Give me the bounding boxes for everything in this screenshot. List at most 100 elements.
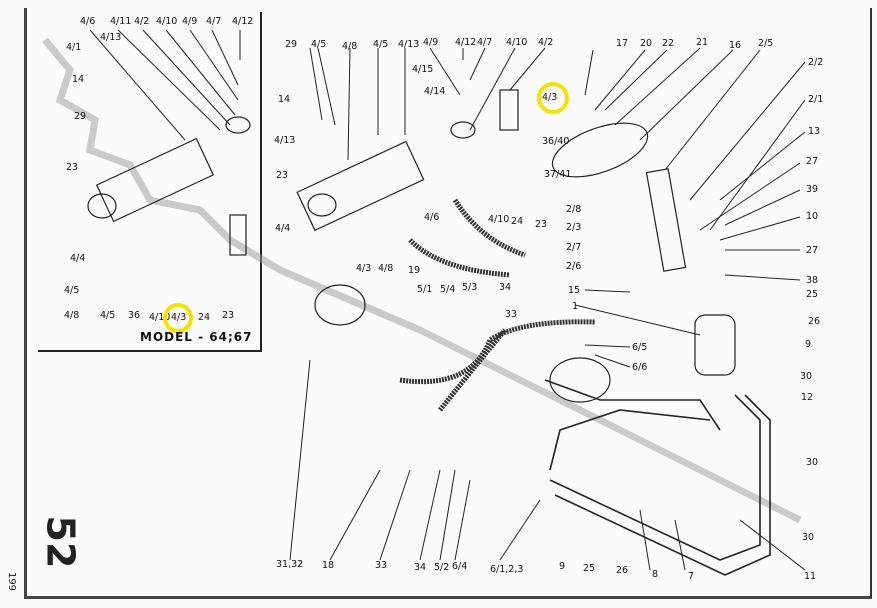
part-label: 4/5 bbox=[311, 39, 327, 50]
part-label: 8 bbox=[652, 569, 659, 580]
part-label: 5/4 bbox=[440, 284, 456, 295]
part-label: 24 bbox=[511, 216, 524, 227]
part-label: 34 bbox=[499, 282, 512, 293]
part-label: 27 bbox=[806, 245, 819, 256]
part-label: 4/10 bbox=[506, 37, 528, 48]
part-label: 20 bbox=[640, 38, 653, 49]
part-label: 4/8 bbox=[64, 310, 80, 321]
part-label: 7 bbox=[688, 571, 695, 582]
part-label: 4/9 bbox=[423, 37, 439, 48]
part-label: 9 bbox=[805, 339, 812, 350]
part-label: 16 bbox=[729, 40, 742, 51]
part-label: 2/5 bbox=[758, 38, 774, 49]
part-label: 21 bbox=[696, 37, 709, 48]
model-inset-frame bbox=[38, 12, 262, 352]
part-label: 36 bbox=[128, 310, 141, 321]
part-label: 29 bbox=[285, 39, 298, 50]
component-outlines bbox=[87, 89, 736, 403]
part-label: 17 bbox=[616, 38, 629, 49]
part-label: 4/12 bbox=[455, 37, 477, 48]
part-label: 37/41 bbox=[544, 169, 572, 180]
page-number: 52 bbox=[38, 515, 83, 569]
part-label: 9 bbox=[559, 561, 566, 572]
part-label: 5/1 bbox=[417, 284, 433, 295]
part-label: 4/11 bbox=[110, 16, 132, 27]
part-label: 6/4 bbox=[452, 561, 468, 572]
watermark-graphic bbox=[42, 37, 802, 524]
part-label: 4/10 bbox=[156, 16, 178, 27]
part-label: 4/10 bbox=[149, 312, 171, 323]
part-label: 26 bbox=[808, 316, 821, 327]
part-label: 31,32 bbox=[276, 559, 304, 570]
part-label: 14 bbox=[72, 74, 85, 85]
part-label: 2/3 bbox=[566, 222, 582, 233]
part-label: 4/2 bbox=[538, 37, 554, 48]
part-label: 4/8 bbox=[378, 263, 394, 274]
sheet-number: 199 bbox=[6, 571, 18, 592]
highlight-circle bbox=[537, 82, 569, 114]
part-label: 25 bbox=[806, 289, 819, 300]
part-label: 6/5 bbox=[632, 342, 648, 353]
part-label: 38 bbox=[806, 275, 819, 286]
part-label: 4/7 bbox=[206, 16, 222, 27]
part-label: 4/13 bbox=[274, 135, 296, 146]
part-label: 12 bbox=[801, 392, 814, 403]
part-label: 4/10 bbox=[488, 214, 510, 225]
part-label: 4/15 bbox=[412, 64, 434, 75]
part-label: 6/1,2,3 bbox=[490, 564, 524, 575]
hydraulic-pipes bbox=[544, 379, 771, 576]
part-label: 30 bbox=[802, 532, 815, 543]
page-frame bbox=[24, 8, 872, 599]
hoses bbox=[399, 198, 596, 412]
part-label: 4/8 bbox=[342, 41, 358, 52]
part-label: 4/9 bbox=[182, 16, 198, 27]
part-label: 4/13 bbox=[100, 32, 122, 43]
part-label: 2/7 bbox=[566, 242, 582, 253]
part-label: 6/6 bbox=[632, 362, 648, 373]
part-label: 30 bbox=[806, 457, 819, 468]
highlight-circle bbox=[163, 303, 193, 333]
leader-lines bbox=[89, 29, 806, 571]
part-label: 39 bbox=[806, 184, 819, 195]
part-label: 19 bbox=[408, 265, 421, 276]
part-label: 26 bbox=[616, 565, 629, 576]
part-label: 4/5 bbox=[100, 310, 116, 321]
part-label: 18 bbox=[322, 560, 335, 571]
part-label: 4/1 bbox=[66, 42, 82, 53]
part-label: 34 bbox=[414, 562, 427, 573]
part-label: 27 bbox=[806, 156, 819, 167]
part-label: 14 bbox=[278, 94, 291, 105]
part-label: 2/8 bbox=[566, 204, 582, 215]
part-label: 4/2 bbox=[134, 16, 150, 27]
part-label: 23 bbox=[66, 162, 79, 173]
part-label: 22 bbox=[662, 38, 675, 49]
part-label: 33 bbox=[505, 309, 518, 320]
part-label: 29 bbox=[74, 111, 87, 122]
model-caption: MODEL - 64;67 bbox=[140, 330, 253, 344]
part-label: 10 bbox=[806, 211, 819, 222]
part-label: 4/5 bbox=[373, 39, 389, 50]
part-label: 2/6 bbox=[566, 261, 582, 272]
part-label: 23 bbox=[276, 170, 289, 181]
part-label: 23 bbox=[535, 219, 548, 230]
part-label: 4/4 bbox=[275, 223, 291, 234]
part-label: 23 bbox=[222, 310, 235, 321]
part-label: 4/14 bbox=[424, 86, 446, 97]
part-label: 4/6 bbox=[424, 212, 440, 223]
part-label: 30 bbox=[800, 371, 813, 382]
part-label: 24 bbox=[198, 312, 211, 323]
part-label: 4/7 bbox=[477, 37, 493, 48]
part-label: 13 bbox=[808, 126, 821, 137]
part-label: 4/12 bbox=[232, 16, 254, 27]
part-label: 4/5 bbox=[64, 285, 80, 296]
part-label: 36/40 bbox=[542, 136, 570, 147]
part-label: 25 bbox=[583, 563, 596, 574]
part-label: 4/3 bbox=[356, 263, 372, 274]
part-label: 33 bbox=[375, 560, 388, 571]
part-label: 1 bbox=[572, 301, 579, 312]
part-label: 4/4 bbox=[70, 253, 86, 264]
part-label: 4/13 bbox=[398, 39, 420, 50]
part-label: 11 bbox=[804, 571, 817, 582]
